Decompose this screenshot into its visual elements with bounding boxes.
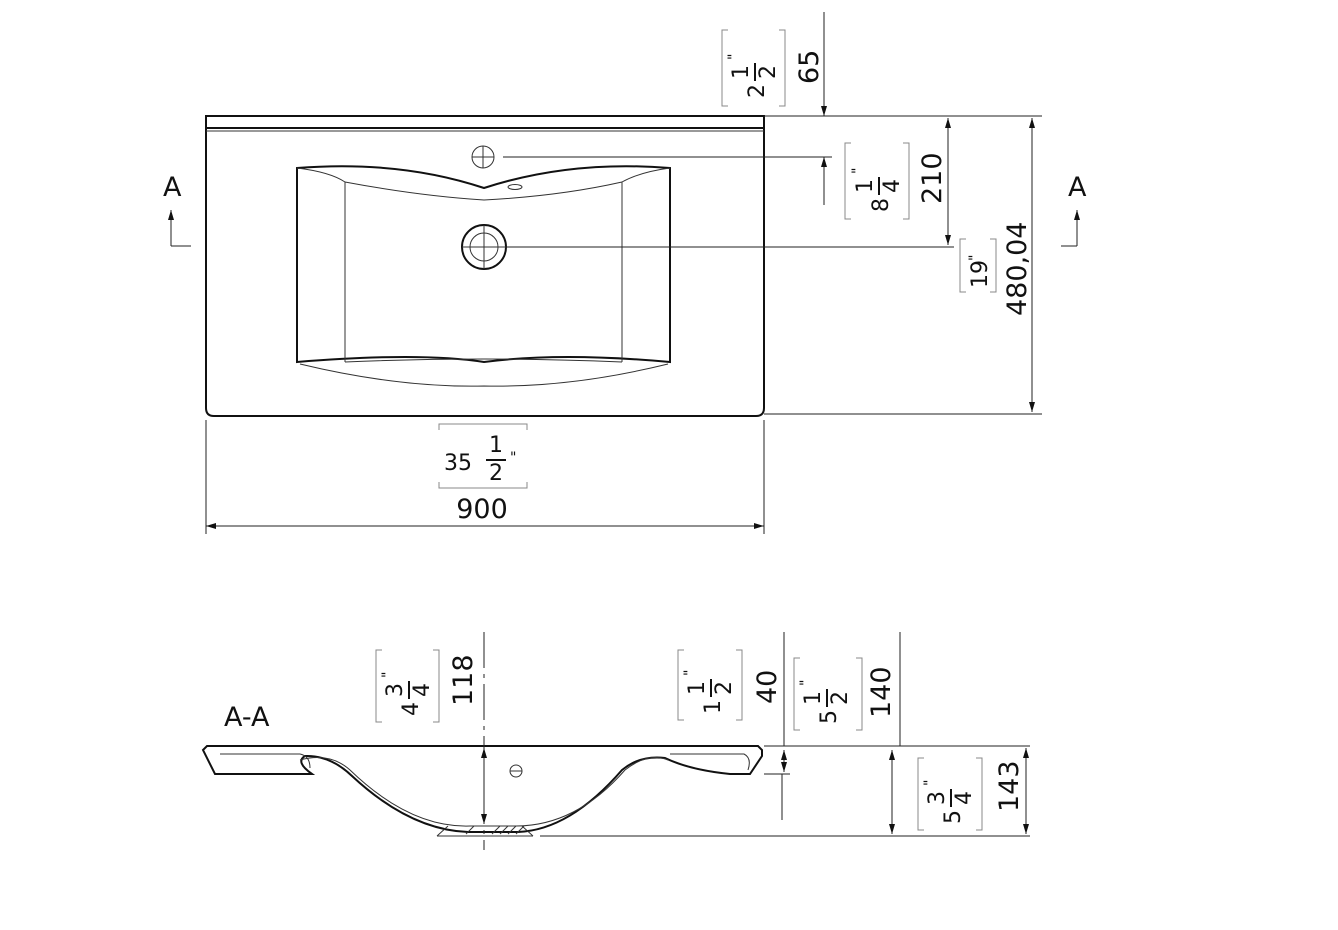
basin-outline: [205, 115, 765, 417]
bowl-outline: [296, 165, 671, 364]
svg-text:3: 3: [383, 683, 408, 697]
svg-text:": ": [682, 670, 698, 676]
svg-text:4: 4: [952, 791, 977, 805]
drain-hole: [461, 224, 507, 270]
tap-hole: [471, 145, 495, 169]
svg-text:19: 19: [968, 260, 993, 288]
svg-text:1: 1: [853, 179, 878, 193]
svg-text:5: 5: [817, 710, 842, 724]
svg-text:": ": [850, 168, 866, 174]
dim-bowl-depth: 4 3 4 " 118: [375, 649, 479, 723]
dim-overall-mm: 140: [866, 666, 897, 718]
svg-text:4: 4: [410, 683, 435, 697]
svg-text:3: 3: [925, 791, 950, 805]
dim-tap-to-drain: 8 1 4 " 210: [844, 142, 948, 220]
svg-text:2: 2: [489, 461, 503, 486]
svg-text:1: 1: [489, 433, 503, 458]
section-title: A-A: [224, 702, 270, 733]
dim-rim-mm: 40: [752, 670, 783, 704]
svg-text:": ": [967, 255, 983, 261]
dim-width: 35 1 2 " 900: [438, 423, 528, 525]
dim-back-to-tap-mm: 65: [794, 50, 825, 84]
overflow-hole: [509, 764, 523, 778]
svg-text:": ": [922, 780, 938, 786]
svg-text:": ": [726, 54, 742, 60]
svg-text:4: 4: [880, 179, 905, 193]
svg-text:8: 8: [869, 198, 894, 212]
svg-text:1: 1: [685, 681, 710, 695]
dim-overall: 5 1 2 " 140: [793, 657, 897, 731]
dim-total-mm: 143: [994, 760, 1025, 812]
section-label-right: A: [1068, 172, 1087, 203]
dim-back-to-tap: 2 1 2 " 65: [721, 29, 825, 107]
svg-text:2: 2: [756, 65, 781, 79]
svg-text:1: 1: [729, 65, 754, 79]
svg-text:1: 1: [801, 691, 826, 705]
section-label-left: A: [163, 172, 182, 203]
section-profile: [201, 745, 763, 833]
section-view: A-A: [201, 632, 1030, 850]
top-view: A A 2 1 2 ": [163, 12, 1087, 534]
svg-text:2: 2: [828, 691, 853, 705]
svg-text:2: 2: [745, 84, 770, 98]
dim-depth: 19 " 480,04: [959, 222, 1033, 316]
section-marker-right: A: [1061, 172, 1087, 247]
dim-width-mm: 900: [456, 494, 508, 525]
svg-text:": ": [798, 680, 814, 686]
dim-tap-to-drain-mm: 210: [917, 152, 948, 204]
svg-text:": ": [380, 672, 396, 678]
dim-total: 5 3 4 " 143: [917, 757, 1025, 831]
svg-text:35: 35: [444, 451, 472, 476]
svg-text:2: 2: [712, 681, 737, 695]
dim-rim: 1 1 2 " 40: [677, 649, 783, 721]
svg-text:": ": [510, 450, 516, 466]
svg-text:5: 5: [941, 810, 966, 824]
dim-bowl-depth-mm: 118: [448, 654, 479, 706]
svg-text:1: 1: [701, 700, 726, 714]
section-marker-left: A: [163, 172, 191, 247]
dim-depth-mm: 480,04: [1002, 222, 1033, 316]
svg-text:4: 4: [399, 702, 424, 716]
